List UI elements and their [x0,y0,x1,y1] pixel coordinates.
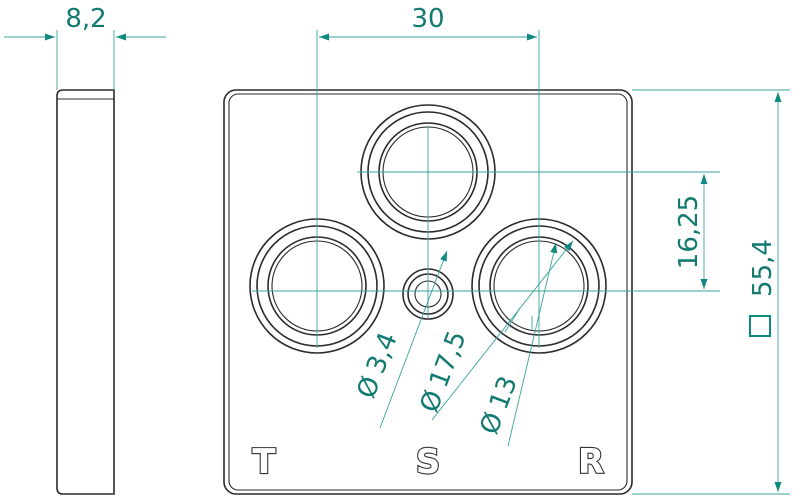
ring-inner-diameter-dimension: Ø13 [475,242,558,447]
socket-label-t: T [252,442,276,482]
diameter-icon: Ø [352,373,387,403]
spacing-value: 30 [411,4,444,34]
ring-inner-diameter-value: 13 [484,372,524,414]
svg-text:Ø3,4: Ø3,4 [352,328,404,402]
square-size-dimension: 55,4 [632,89,790,495]
socket-label-s: S [416,442,441,482]
spacing-dimension: 30 [319,4,537,41]
center-lines [252,30,720,348]
svg-text:Ø13: Ø13 [475,372,524,438]
diameter-icon: Ø [415,387,450,417]
side-view [56,89,115,495]
front-plate [223,89,633,495]
ring-outer-diameter-value: 17,5 [424,327,473,392]
thickness-dimension: 8,2 [4,4,166,90]
vertical-offset-value: 16,25 [674,195,704,269]
square-size-value: 55,4 [748,239,778,297]
thickness-value: 8,2 [65,4,106,34]
small-hole-diameter-value: 3,4 [361,328,404,377]
vertical-offset-dimension: 16,25 [674,174,708,289]
square-symbol-icon [749,315,771,337]
diameter-icon: Ø [475,409,510,439]
svg-text:Ø17,5: Ø17,5 [415,327,473,417]
socket-label-r: R [578,442,604,482]
